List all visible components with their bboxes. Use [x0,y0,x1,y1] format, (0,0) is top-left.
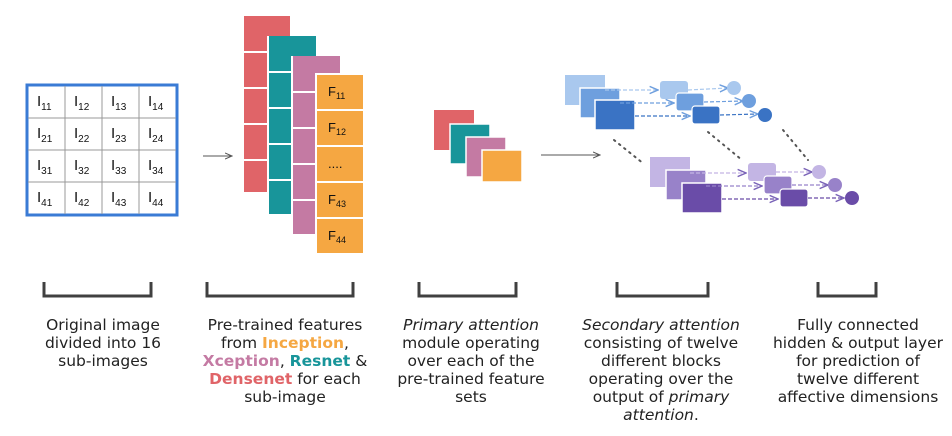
feature-label: F44 [328,228,346,245]
grid-cell-label: I24 [148,125,164,145]
inception-feature-cell: F43 [315,181,365,219]
grid-cell-label: I33 [111,157,127,177]
caption-4-rest: consisting of twelve different blocks op… [583,334,739,406]
grid-cell-label: I23 [111,125,127,145]
inception-feature-cell: F44 [315,217,365,255]
grid-cell-label: I41 [37,189,53,209]
caption-2-amp: & [350,352,368,370]
grid-cell-label: I31 [37,157,53,177]
grid-cell-label: I44 [148,189,164,209]
secondary-attention-blocks-top [565,75,772,131]
caption-2-comma2: , [279,352,290,370]
caption-2-line-2: from Inception, [190,334,380,352]
caption-original-image: Original image divided into 16 sub-image… [44,316,162,370]
feature-label: F43 [328,192,346,209]
caption-2-line-4: Densenet for each [190,370,380,388]
caption-primary-attention: Primary attention module operating over … [396,316,546,406]
caption-fully-connected: Fully connected hidden & output layer fo… [772,316,944,406]
secondary-attention-em: Secondary attention [582,316,740,334]
dotted-connectors [613,129,809,165]
inception-feature-cell: F11 [315,73,365,111]
feature-label: F12 [328,120,346,137]
grid-cell-label: I11 [37,93,52,113]
caption-2-from: from [221,334,263,352]
grid-cell-label: I14 [148,93,164,113]
grid-cell-label: I22 [74,125,90,145]
caption-secondary-attention: Secondary attention consisting of twelve… [578,316,744,424]
grid-cell-label: I32 [74,157,90,177]
resnet-label: Resnet [289,352,351,370]
primary-attention-em: Primary attention [403,316,539,334]
densenet-label: Densenet [209,370,293,388]
caption-2-line-3: Xception, Resnet & [190,352,380,370]
secondary-attention-blocks-bottom [650,157,859,214]
feature-label: F11 [328,84,345,101]
inception-feature-cell: .... [315,145,365,183]
caption-3-rest: module operating over each of the pre-tr… [397,334,545,406]
grid-cell-label: I43 [111,189,127,209]
primary-em: primary [668,388,730,406]
caption-2-tail: for each [292,370,361,388]
bracket-2 [205,282,355,298]
grid-cell-label: I21 [37,125,53,145]
brackets [42,282,878,298]
caption-2-line-5: sub-image [244,388,326,406]
attention-em: attention [623,406,694,424]
caption-2-line-1: Pre-trained features [207,316,363,334]
caption-2-comma: , [344,334,349,352]
grid-cell-label: I34 [148,157,164,177]
primary-attention-module [434,110,523,183]
inception-label: Inception [262,334,345,352]
inception-feature-cell: F12 [315,109,365,147]
grid-cell-label: I13 [111,93,127,113]
grid-cell-label: I42 [74,189,90,209]
xception-label: Xception [202,352,280,370]
bracket-1 [42,282,153,298]
bracket-4 [615,282,710,298]
feature-label: .... [328,156,342,171]
bracket-5 [816,282,878,298]
caption-4-end: . [693,406,699,424]
bracket-3 [417,282,518,298]
grid-cell-label: I12 [74,93,90,113]
caption-pretrained-features: Pre-trained features from Inception, Xce… [190,316,380,406]
